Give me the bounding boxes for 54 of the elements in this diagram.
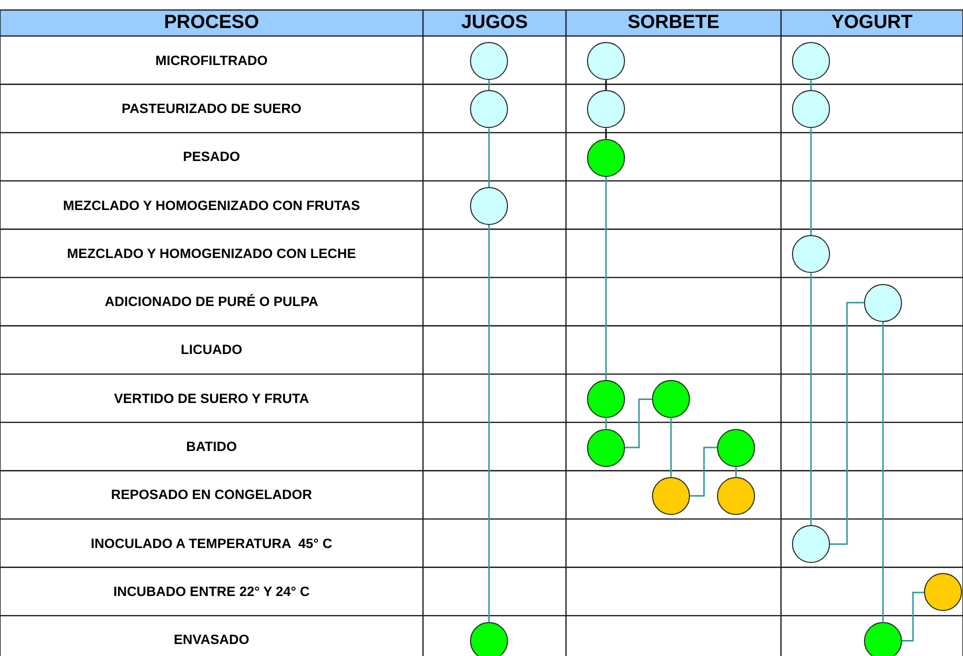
process-step-circle xyxy=(470,187,508,226)
connector-line xyxy=(670,418,672,477)
process-step-circle xyxy=(587,380,625,418)
connector-line xyxy=(830,302,864,545)
connector-line xyxy=(810,128,812,236)
connector-line xyxy=(605,176,607,380)
process-name: BATIDO xyxy=(185,438,238,456)
process-step-circle xyxy=(864,622,902,656)
connector-line xyxy=(882,322,884,622)
process-step-circle xyxy=(792,90,830,128)
connector-line xyxy=(488,128,490,188)
process-step-circle xyxy=(587,138,625,177)
process-name: ADICIONADO DE PURÉ O PULPA xyxy=(104,293,320,312)
connector-line xyxy=(810,80,812,90)
connector-line xyxy=(605,418,607,429)
column-header: YOGURT xyxy=(781,10,963,36)
process-step-circle xyxy=(717,476,755,515)
process-step-circle xyxy=(792,42,830,80)
process-step-circle xyxy=(470,42,508,80)
process-name: INCUBADO ENTRE 22° Y 24° C xyxy=(112,582,311,601)
process-step-circle xyxy=(587,428,625,467)
connector-line xyxy=(488,225,490,622)
process-step-circle xyxy=(864,284,902,322)
column-header: PROCESO xyxy=(0,10,423,36)
process-name: LICUADO xyxy=(180,341,244,360)
connector-line xyxy=(810,273,812,526)
column-header: JUGOS xyxy=(423,10,566,36)
connector-line xyxy=(625,398,652,448)
process-step-circle xyxy=(792,525,830,564)
connector-line xyxy=(605,80,607,90)
process-name: PESADO xyxy=(182,148,241,166)
process-name: REPOSADO EN CONGELADOR xyxy=(110,486,314,504)
connector-line xyxy=(605,128,607,139)
column-header: SORBETE xyxy=(566,10,781,36)
process-step-circle xyxy=(587,42,625,80)
process-step-circle xyxy=(792,235,830,274)
process-name: VERTIDO DE SUERO Y FRUTA xyxy=(112,390,310,408)
connector-line xyxy=(735,466,737,477)
process-step-circle xyxy=(924,573,962,612)
process-step-circle xyxy=(470,622,508,656)
process-name: MEZCLADO Y HOMOGENIZADO CON FRUTAS xyxy=(62,196,361,215)
process-step-circle xyxy=(652,476,690,515)
connector-line xyxy=(902,592,924,642)
process-name: PASTEURIZADO DE SUERO xyxy=(120,100,302,118)
connector-line xyxy=(488,80,490,90)
connector-line xyxy=(690,446,717,497)
process-name: ENVASADO xyxy=(172,631,250,650)
process-step-circle xyxy=(652,380,690,418)
process-name: INOCULADO A TEMPERATURA 45° C xyxy=(90,534,334,553)
process-name: MEZCLADO Y HOMOGENIZADO CON LECHE xyxy=(66,244,357,263)
process-name: MICROFILTRADO xyxy=(154,52,269,70)
process-step-circle xyxy=(587,90,625,128)
process-step-circle xyxy=(717,428,755,467)
process-step-circle xyxy=(470,90,508,128)
